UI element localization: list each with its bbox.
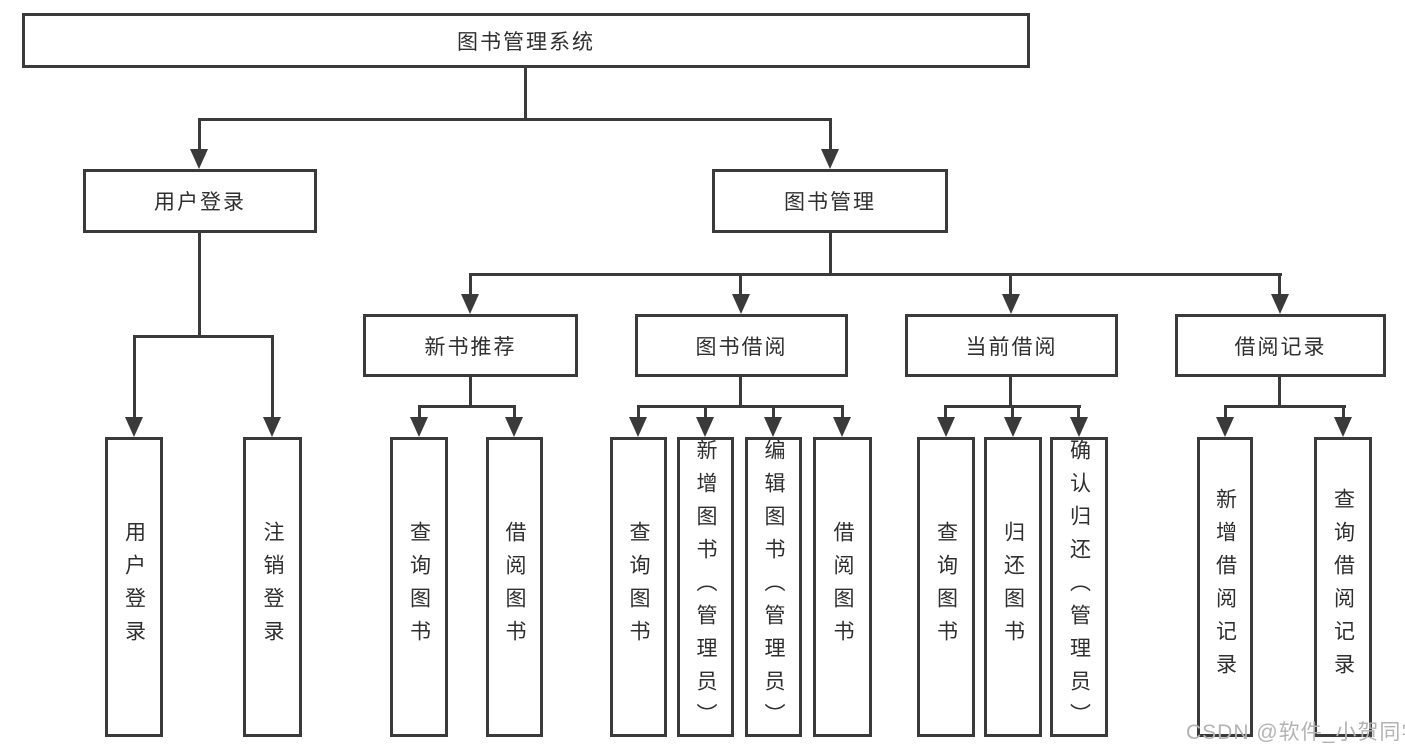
leaf-query-borrow-record-label: 查询借阅记录: [1331, 488, 1355, 686]
node-root-label: 图书管理系统: [457, 30, 595, 54]
arrow-down-icon: [461, 294, 479, 314]
leaf-edit-books-admin: 编辑图书（管理员）: [745, 437, 802, 737]
arrow-down-icon: [764, 417, 782, 437]
connector-drop: [513, 405, 516, 419]
node-book-management-label: 图书管理: [784, 191, 876, 214]
connector-root-stem: [524, 68, 527, 121]
leaf-current-query-books-label: 查询图书: [934, 521, 958, 653]
connector-drop: [772, 405, 775, 419]
arrow-down-icon: [732, 294, 750, 314]
leaf-borrowing-query-books: 查询图书: [610, 437, 667, 737]
leaf-logout-label: 注销登录: [261, 521, 284, 653]
connector-current-stem: [1009, 377, 1012, 408]
connector-drop: [1011, 405, 1014, 419]
leaf-add-books-admin: 新增图书（管理员）: [677, 437, 734, 737]
connector-drop-logout: [271, 335, 274, 419]
leaf-confirm-return-admin: 确认归还（管理员）: [1050, 437, 1108, 737]
connector-drop: [944, 405, 947, 419]
node-book-borrowing: 图书借阅: [635, 314, 848, 377]
arrow-down-icon: [629, 417, 647, 437]
connector-drop: [1224, 405, 1227, 419]
connector-drop: [1342, 405, 1345, 419]
node-book-borrowing-label: 图书借阅: [695, 335, 788, 359]
connector-drop: [1077, 405, 1080, 419]
arrow-down-icon: [125, 417, 143, 437]
arrow-down-icon: [833, 417, 851, 437]
arrow-down-icon: [1004, 417, 1022, 437]
leaf-query-borrow-record: 查询借阅记录: [1314, 437, 1372, 737]
leaf-recommend-query-books: 查询图书: [390, 437, 448, 737]
connector-drop: [841, 405, 844, 419]
connector-root-rail: [198, 118, 832, 121]
connector-records-stem: [1278, 377, 1281, 408]
leaf-return-books: 归还图书: [984, 437, 1042, 737]
leaf-add-books-admin-label: 新增图书（管理员）: [694, 438, 717, 736]
arrow-down-icon: [1271, 294, 1289, 314]
connector-drop: [704, 405, 707, 419]
connector-user-login-stem: [198, 233, 201, 337]
node-user-login-group-label: 用户登录: [154, 191, 246, 214]
node-current-borrowing-label: 当前借阅: [965, 335, 1058, 359]
leaf-borrowing-query-books-label: 查询图书: [627, 521, 650, 653]
leaf-current-query-books: 查询图书: [917, 437, 975, 737]
node-borrowing-records: 借阅记录: [1175, 314, 1386, 377]
leaf-confirm-return-admin-label: 确认归还（管理员）: [1067, 438, 1091, 736]
leaf-return-books-label: 归还图书: [1001, 521, 1025, 653]
csdn-watermark: CSDN @软件_小贺同学: [1186, 721, 1405, 744]
connector-book-mgmt-stem: [829, 233, 832, 276]
node-book-management: 图书管理: [712, 169, 948, 233]
leaf-recommend-borrow-books-label: 借阅图书: [503, 521, 526, 653]
connector-borrowing-rail: [637, 405, 844, 408]
arrow-down-icon: [821, 149, 839, 169]
connector-recommend-stem: [469, 377, 472, 408]
connector-drop-book-management: [829, 118, 832, 152]
arrow-down-icon: [263, 417, 281, 437]
connector-recommend-rail: [418, 405, 516, 408]
leaf-add-borrow-record: 新增借阅记录: [1197, 437, 1253, 737]
node-current-borrowing: 当前借阅: [905, 314, 1118, 377]
leaf-user-login: 用户登录: [105, 437, 163, 737]
connector-user-login-rail: [133, 335, 274, 338]
connector-records-rail: [1224, 405, 1346, 408]
connector-drop-current-borrowing: [1009, 273, 1012, 297]
connector-drop-book-borrowing: [739, 273, 742, 297]
connector-drop: [418, 405, 421, 419]
arrow-down-icon: [1070, 417, 1088, 437]
leaf-logout: 注销登录: [243, 437, 302, 737]
leaf-borrowing-borrow-books-label: 借阅图书: [831, 521, 854, 653]
connector-drop-new-book-recommend: [469, 273, 472, 297]
arrow-down-icon: [410, 417, 428, 437]
connector-drop-borrowing-records: [1278, 273, 1281, 297]
leaf-recommend-borrow-books: 借阅图书: [486, 437, 543, 737]
connector-drop: [637, 405, 640, 419]
leaf-recommend-query-books-label: 查询图书: [407, 521, 431, 653]
connector-drop-user-login: [133, 335, 136, 419]
node-new-book-recommend-label: 新书推荐: [424, 335, 517, 359]
connector-book-mgmt-rail: [469, 273, 1282, 276]
arrow-down-icon: [1002, 294, 1020, 314]
connector-drop-user-login-group: [198, 118, 201, 152]
node-user-login-group: 用户登录: [83, 169, 317, 233]
leaf-add-borrow-record-label: 新增借阅记录: [1213, 488, 1237, 686]
leaf-borrowing-borrow-books: 借阅图书: [813, 437, 872, 737]
arrow-down-icon: [1334, 417, 1352, 437]
leaf-user-login-label: 用户登录: [122, 521, 146, 653]
node-borrowing-records-label: 借阅记录: [1234, 335, 1327, 359]
leaf-edit-books-admin-label: 编辑图书（管理员）: [762, 438, 785, 736]
arrow-down-icon: [1216, 417, 1234, 437]
node-new-book-recommend: 新书推荐: [363, 314, 578, 377]
arrow-down-icon: [505, 417, 523, 437]
node-root: 图书管理系统: [22, 13, 1030, 68]
arrow-down-icon: [696, 417, 714, 437]
arrow-down-icon: [937, 417, 955, 437]
arrow-down-icon: [190, 149, 208, 169]
connector-borrowing-stem: [739, 377, 742, 408]
